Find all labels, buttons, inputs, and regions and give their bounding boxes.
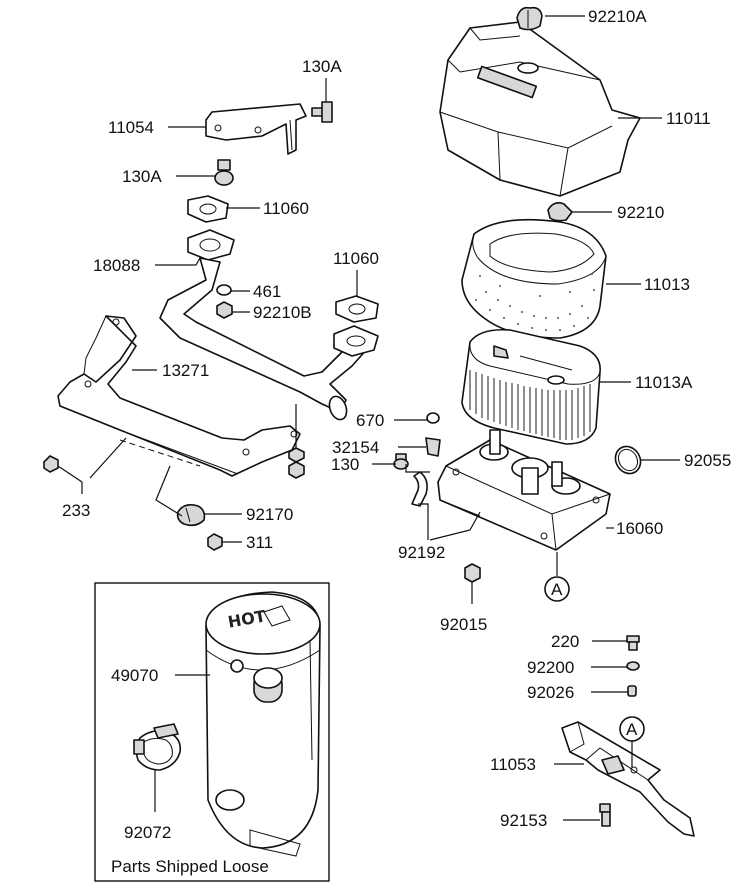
loose-parts-caption: Parts Shipped Loose <box>111 857 269 876</box>
leader-lines <box>57 15 680 821</box>
bracket-11054 <box>205 103 307 155</box>
filter-element-11013A <box>461 328 601 445</box>
label-18088: 18088 <box>93 256 140 275</box>
bolt-130A-lower <box>214 159 234 186</box>
label-92072: 92072 <box>124 823 171 842</box>
label-670: 670 <box>356 411 384 430</box>
label-130A-top: 130A <box>302 57 342 76</box>
bolt-130A-top <box>311 101 333 123</box>
nut-311 <box>207 533 223 551</box>
flange-nuts <box>288 447 305 479</box>
wing-nut-92210 <box>547 202 573 222</box>
label-11060-a: 11060 <box>263 199 309 218</box>
bolt-92015 <box>464 563 481 583</box>
bolt-220 <box>626 635 640 651</box>
muffler-49070: HOT <box>205 591 321 857</box>
ref-A-lower <box>619 716 645 768</box>
washer-92200 <box>626 661 640 671</box>
part-labels: 92210A 11011 130A 11054 130A 11060 18088… <box>62 7 731 876</box>
label-11053: 11053 <box>490 755 536 774</box>
ref-A-upper-letter: A <box>551 580 563 599</box>
pre-cleaner-11013 <box>461 218 607 339</box>
label-92055: 92055 <box>684 451 731 470</box>
label-220: 220 <box>551 632 579 651</box>
clamp-92072 <box>133 723 182 771</box>
label-11060-b: 11060 <box>333 249 379 268</box>
nut-233 <box>43 455 59 473</box>
gasket-11060-a <box>187 195 229 223</box>
label-92200: 92200 <box>527 658 574 677</box>
label-92026: 92026 <box>527 683 574 702</box>
label-11011: 11011 <box>666 109 711 128</box>
washer-461 <box>216 284 232 296</box>
label-13271: 13271 <box>162 361 209 380</box>
label-92192: 92192 <box>398 543 445 562</box>
bracket-11053 <box>561 721 695 837</box>
clamp-92170 <box>176 504 206 527</box>
label-130A-lower: 130A <box>122 167 162 186</box>
heat-shield-13271 <box>57 315 301 477</box>
ref-A-lower-letter: A <box>626 720 638 739</box>
label-92153: 92153 <box>500 811 547 830</box>
ref-A-upper <box>544 552 570 602</box>
loose-parts-box <box>94 582 330 882</box>
bolt-92153 <box>599 803 611 827</box>
label-16060: 16060 <box>616 519 663 538</box>
label-92015: 92015 <box>440 615 487 634</box>
label-49070: 49070 <box>111 666 158 685</box>
label-311: 311 <box>246 533 273 552</box>
hose-92192 <box>411 471 428 507</box>
label-92210: 92210 <box>617 203 664 222</box>
spacer-92026 <box>627 685 637 697</box>
label-92210A: 92210A <box>588 7 647 26</box>
label-233: 233 <box>62 501 90 520</box>
label-92170: 92170 <box>246 505 293 524</box>
label-11013A: 11013A <box>635 373 693 392</box>
label-32154: 32154 <box>332 438 379 457</box>
o-ring-92055 <box>614 445 642 475</box>
base-plate-16060 <box>437 429 611 551</box>
air-cleaner-cover <box>439 21 641 197</box>
label-11054: 11054 <box>108 118 154 137</box>
label-92210B: 92210B <box>253 303 312 322</box>
fitting-32154 <box>425 437 441 457</box>
gasket-11060-b <box>335 295 379 323</box>
seal-670 <box>426 412 440 424</box>
label-130: 130 <box>331 455 359 474</box>
nut-92210B <box>216 301 233 319</box>
bolt-130 <box>393 453 409 470</box>
label-11013: 11013 <box>644 275 690 294</box>
wing-nut-92210A <box>516 6 543 31</box>
label-461: 461 <box>253 282 281 301</box>
exhaust-pipe-18088 <box>159 229 379 421</box>
